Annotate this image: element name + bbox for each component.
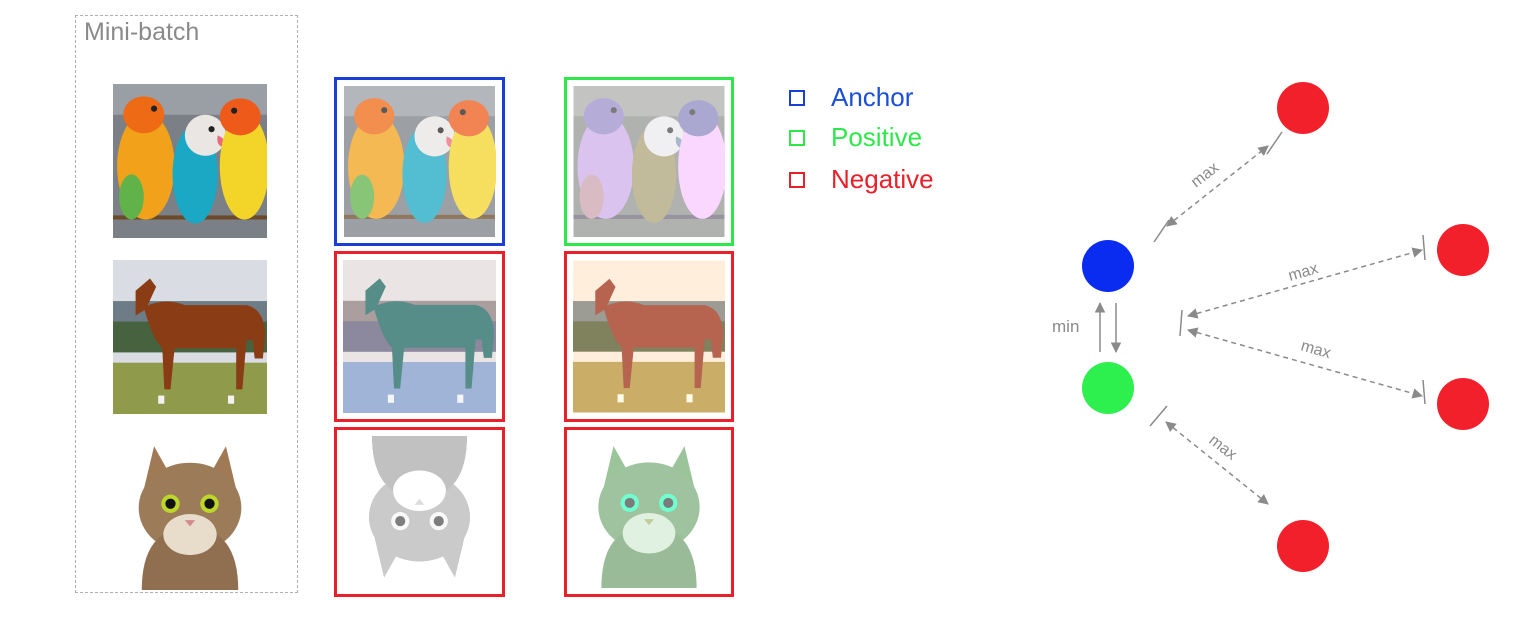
max-arrow [1186,247,1424,319]
original-parrots-image [113,84,267,238]
negative-cat-gray-frame [334,427,505,597]
negative-horse-red-image [573,260,725,413]
positive-parrots-frame [564,77,734,246]
barrier-line [1149,405,1168,427]
anchor-parrots-frame [334,77,505,246]
negative-horse-red-frame [564,251,734,422]
max-arrow [1186,327,1424,399]
original-cat-image [113,436,267,590]
minibatch-box [75,15,298,593]
min-label: min [1052,317,1079,336]
legend-square-icon [789,89,805,106]
negative-cat-gray-image [343,436,496,588]
contrastive-graph: min max max max max [1052,82,1489,572]
legend-label: Negative [831,164,934,194]
max-label: max [1206,432,1240,464]
original-horse-image [113,260,267,414]
legend-item-anchor: Anchor [789,82,913,113]
anchor-parrots-image [343,86,496,237]
max-label: max [1286,260,1320,285]
legend-item-positive: Positive [789,122,922,153]
positive-node [1082,362,1134,414]
negative-node [1437,224,1489,276]
negative-horse-teal-frame [334,251,505,422]
barrier-line [1266,131,1283,155]
negative-horse-teal-image [343,260,496,413]
positive-parrots-image [573,86,725,237]
legend-square-icon [789,171,805,188]
max-arrow [1166,145,1269,227]
legend-item-negative: Negative [789,164,934,195]
barrier-line [1153,219,1170,243]
negative-node [1277,82,1329,134]
minibatch-label: Mini-batch [84,18,200,46]
legend-square-icon [789,129,805,146]
legend-label: Anchor [831,82,914,112]
negative-cat-green-image [573,436,725,588]
negative-node [1277,520,1329,572]
negative-node [1437,378,1489,430]
max-label: max [1299,338,1333,363]
barrier-line [1422,379,1426,405]
barrier-line [1179,309,1183,337]
negative-cat-green-frame [564,427,734,597]
anchor-node [1082,240,1134,292]
barrier-line [1422,234,1426,261]
max-arrow [1165,421,1269,505]
legend-label: Positive [831,122,923,152]
